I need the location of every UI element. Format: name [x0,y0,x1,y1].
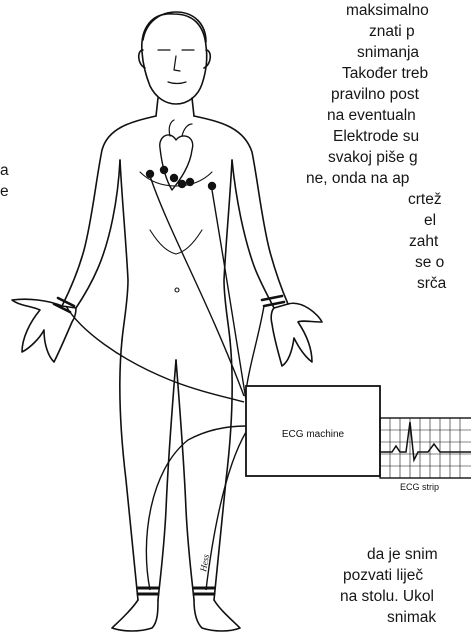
text-line-7: Elektrode su [333,126,419,147]
right-wrist-electrode [262,296,284,306]
text-line-4: Također treb [342,63,428,84]
bottom-text-line-2: pozvati liječ [343,565,423,586]
ecg-strip [380,418,471,478]
left-arm [62,116,156,306]
hair [143,12,206,42]
text-line-9: ne, onda na ap [306,168,409,189]
left-foot [112,600,158,631]
left-wrist-electrode [54,298,74,312]
right-ankle-electrode [194,588,214,594]
head-outline [142,14,207,104]
text-line-5: pravilno post [331,84,419,105]
text-line-2: znati p [369,21,415,42]
text-line-6: na eventualn [327,105,416,126]
text-line-12: zaht [409,231,438,252]
text-line-3: snimanja [357,42,419,63]
text-line-14: srča [417,273,446,294]
bottom-text-line-3: na stolu. Ukol [340,586,434,607]
right-hand [271,303,322,366]
left-ankle-electrode [138,588,158,594]
text-line-11: el [424,210,436,231]
left-text-line-2: e [0,181,9,202]
left-text-line-1: a [0,160,9,181]
bottom-text-line-1: da je snim [367,544,438,565]
left-hand [12,299,76,362]
right-foot [194,600,240,631]
right-arm [194,116,288,304]
ecg-machine-label: ECG machine [282,429,345,440]
ecg-strip-label: ECG strip [400,482,439,492]
text-line-10: crtež [408,189,442,210]
text-line-8: svakoj piše g [328,147,418,168]
text-line-1: maksimalno [346,0,429,21]
torso [120,160,128,340]
text-line-13: se o [415,252,444,273]
left-leg [120,340,138,600]
bottom-text-line-4: snimak [387,607,436,628]
